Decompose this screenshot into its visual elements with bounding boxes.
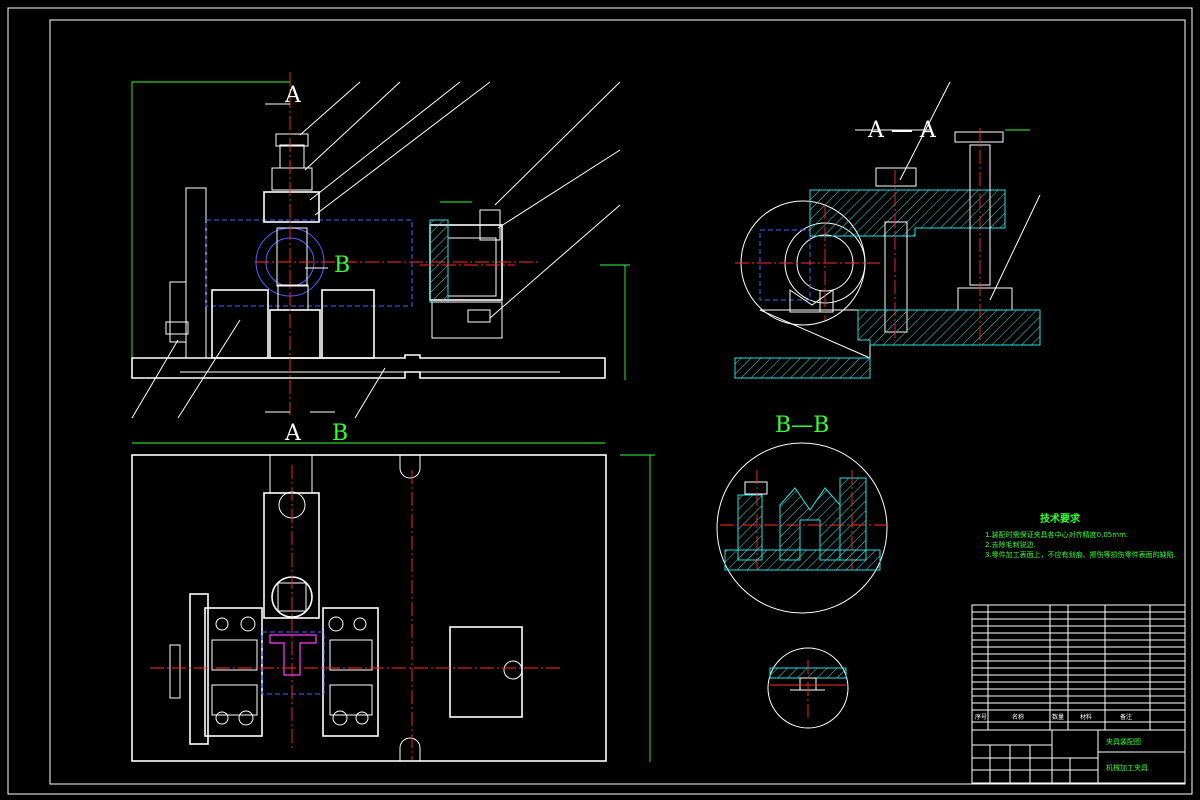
tech-req-line1: 1.装配时需保证夹具各中心对齐精度0.05mm. xyxy=(985,530,1128,539)
bom-col-no: 序号 xyxy=(975,713,987,721)
section-bb-title: B—B xyxy=(775,413,829,438)
label-b-top: B xyxy=(332,421,348,446)
inner-frame xyxy=(49,19,1186,785)
tech-req-line3: 3.零件加工表面上，不应有划痕、擦伤等损伤零件表面的缺陷. xyxy=(985,550,1176,559)
bom-table xyxy=(971,604,1186,784)
tech-req-title: 技术要求 xyxy=(1040,512,1081,525)
bom-col-qty: 数量 xyxy=(1052,713,1064,721)
label-a-top: A xyxy=(284,421,302,446)
drawing-title: 夹具装配图 xyxy=(1106,737,1141,746)
detail-view xyxy=(767,647,849,729)
bom-col-material: 材料 xyxy=(1080,713,1092,721)
bom-col-remark: 备注 xyxy=(1120,713,1132,721)
label-b-front: B xyxy=(334,253,350,278)
school-name: 机械加工夹具 xyxy=(1106,763,1148,772)
top-view xyxy=(131,442,655,762)
section-aa xyxy=(734,81,1041,379)
label-a-front: A xyxy=(284,83,302,108)
bom-col-name: 名称 xyxy=(1012,713,1024,721)
front-view xyxy=(131,72,630,419)
section-bb xyxy=(716,442,890,614)
section-aa-title: A — A xyxy=(867,118,937,143)
outer-frame xyxy=(7,7,1193,795)
tech-req-line2: 2.去除毛刺锐边. xyxy=(985,540,1036,549)
